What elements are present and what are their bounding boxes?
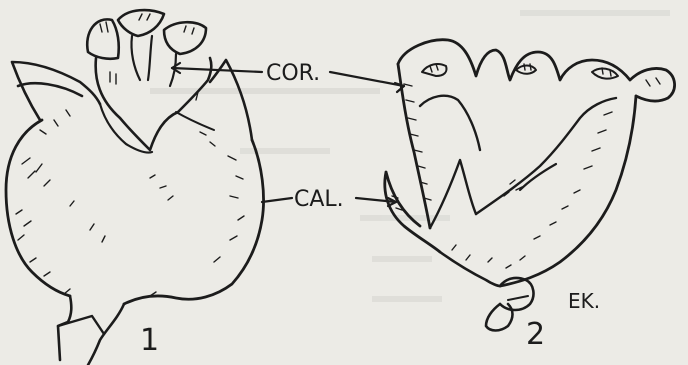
fig2-left-wall [398, 64, 430, 228]
fig1-hatching [16, 14, 244, 296]
figure-2-section [385, 40, 675, 331]
calyx-label: CAL. [294, 187, 344, 212]
figure-1-number: 1 [140, 323, 159, 358]
fig1-corolla-lobe-center [118, 10, 164, 36]
fig2-base [440, 252, 500, 286]
artist-signature: EK. [568, 289, 600, 313]
cor-leader-right [330, 72, 404, 86]
fig1-corolla-tube [96, 58, 212, 150]
cal-leader-left [262, 198, 292, 202]
corolla-label: COR. [266, 61, 320, 86]
fig2-hatching [392, 64, 660, 268]
fig1-corolla-lobe-left [87, 19, 119, 58]
fig1-calyx-left-sepal [12, 62, 100, 120]
fig1-pedicel [58, 296, 124, 365]
figure-1-flower [6, 10, 264, 365]
figure-2-number: 2 [526, 317, 545, 352]
fig2-calyx-spur [385, 172, 440, 252]
